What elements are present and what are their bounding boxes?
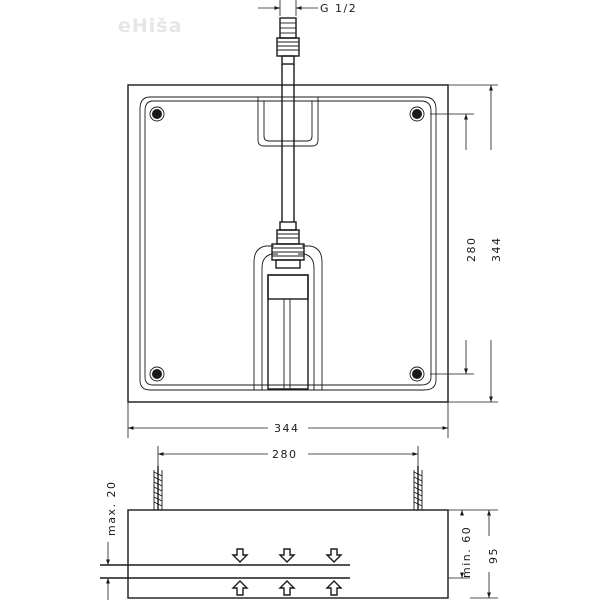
dimension-95-label: 95: [487, 547, 500, 564]
arrow-up-center: [278, 580, 296, 596]
dimension-max-20-label: max. 20: [105, 481, 118, 536]
supply-pipe: [271, 17, 305, 269]
mounting-hole-bottom-left: [152, 369, 162, 379]
mounting-hole-top-left: [152, 109, 162, 119]
arrow-up-right: [325, 580, 343, 596]
thread-dimension: G 1/2: [258, 0, 357, 16]
mounting-hole-ring: [149, 366, 165, 382]
dimension-max-20: max. 20: [105, 481, 118, 600]
dimension-min-60-label: min. 60: [460, 526, 473, 578]
arrow-down-center: [278, 548, 296, 563]
plan-outer-frame: [127, 84, 449, 403]
plan-center-channel: [253, 245, 323, 390]
arrow-down-left: [231, 548, 249, 563]
arrow-up-left: [231, 580, 249, 596]
watermark-text: eHiša: [118, 15, 182, 37]
front-view: 280: [100, 446, 500, 600]
plan-inner-panel: [139, 96, 437, 391]
connector-housing: [267, 274, 309, 390]
plan-top-notch: [257, 97, 319, 147]
plan-dimension-280: 280: [430, 113, 478, 375]
plan-dimension-344-vertical-label: 344: [490, 237, 503, 263]
front-dimension-280-label: 280: [272, 448, 298, 461]
plan-dimension-344-horizontal: 344: [127, 402, 449, 438]
plan-dimension-280-label: 280: [465, 237, 478, 263]
mounting-hole-bottom-right: [412, 369, 422, 379]
mounting-hole-ring: [409, 106, 425, 122]
plan-inner-panel-inset: [144, 100, 432, 386]
arrow-down-right: [325, 548, 343, 563]
plan-dimension-344-horizontal-label: 344: [274, 422, 300, 435]
plan-view: G 1/2 280 344 344: [127, 0, 503, 438]
plan-dimension-344-vertical: 344: [448, 84, 503, 403]
dimension-min-60: min. 60: [448, 509, 473, 579]
plan-top-notch-inner: [263, 101, 313, 142]
mounting-hole-top-right: [412, 109, 422, 119]
threaded-rod-right: [413, 466, 423, 510]
dimension-95: 95: [470, 509, 500, 599]
front-dimension-280: 280: [157, 446, 419, 466]
threaded-rod-left: [153, 466, 163, 510]
mounting-hole-ring: [149, 106, 165, 122]
thread-label: G 1/2: [320, 2, 357, 15]
mounting-hole-ring: [409, 366, 425, 382]
front-body: [127, 509, 449, 599]
